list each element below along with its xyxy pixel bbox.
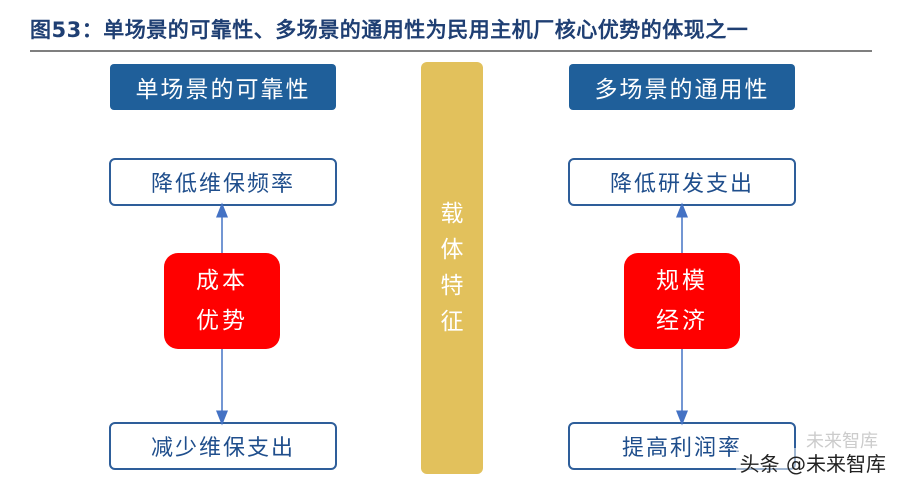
bar-char-3: 特 (440, 273, 464, 299)
title-divider (30, 50, 872, 52)
left-core-line1: 成本 (196, 268, 248, 294)
left-core-line2: 优势 (196, 308, 248, 334)
carrier-feature-bar: 载 体 特 征 (421, 62, 483, 474)
left-header-box: 单场景的可靠性 (110, 64, 336, 110)
left-core-box: 成本 优势 (164, 253, 280, 349)
bar-char-4: 征 (440, 309, 464, 335)
right-core-line2: 经济 (656, 308, 708, 334)
right-core-line1: 规模 (656, 268, 708, 294)
bar-char-2: 体 (440, 237, 464, 263)
right-top-box: 降低研发支出 (568, 158, 796, 206)
bar-char-1: 载 (440, 201, 464, 227)
watermark-faint: 未来智库 (806, 431, 878, 452)
right-core-box: 规模 经济 (624, 253, 740, 349)
left-top-box: 降低维保频率 (109, 158, 337, 206)
watermark: 头条 @未来智库 (735, 448, 890, 477)
figure-title: 图53：单场景的可靠性、多场景的通用性为民用主机厂核心优势的体现之一 (30, 18, 749, 42)
right-header-box: 多场景的通用性 (569, 64, 795, 110)
